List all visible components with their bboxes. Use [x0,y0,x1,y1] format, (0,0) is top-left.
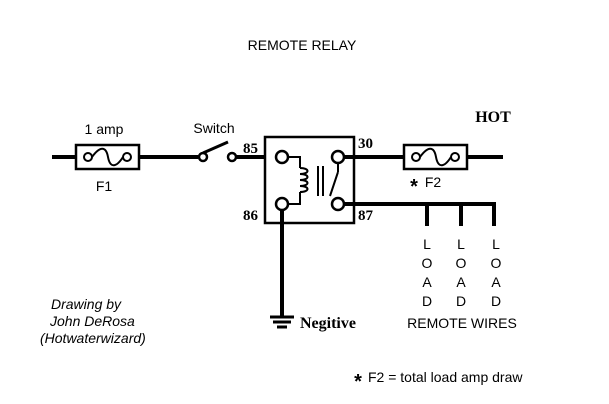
fuse-f1-label: F1 [96,178,113,194]
fuse-f2-label: F2 [425,174,442,190]
negative-label: Negitive [300,315,356,332]
switch-label: Switch [193,120,234,136]
load-label-1: L O A D [422,236,433,309]
switch [197,140,238,163]
pin-86-label: 86 [243,208,259,224]
note-text: F2 = total load amp draw [368,369,523,385]
pin-87-terminal [330,196,346,212]
pin-85-label: 85 [243,141,258,157]
svg-text:L: L [457,236,465,252]
pin-85-terminal [274,149,290,165]
load-label-2: L O A D [456,236,467,309]
fuse-f1 [74,143,141,171]
svg-text:O: O [491,255,502,271]
remote-wires-label: REMOTE WIRES [407,315,517,331]
svg-text:A: A [491,274,501,290]
note-star: * [354,371,362,393]
diagram-title: REMOTE RELAY [248,37,357,53]
pin-87-label: 87 [358,208,374,224]
svg-text:A: A [422,274,432,290]
pin-86-terminal [274,196,290,212]
pin-30-terminal [330,149,346,165]
fuse-f2 [402,143,469,171]
load-label-3: L O A D [491,236,502,309]
relay-contact-arm [329,171,339,197]
fuse-f1-rating: 1 amp [85,121,124,137]
svg-text:O: O [422,255,433,271]
svg-text:A: A [456,274,466,290]
ground-symbol [270,315,294,329]
svg-text:L: L [423,236,431,252]
svg-text:L: L [492,236,500,252]
svg-text:D: D [456,293,466,309]
pin-30-label: 30 [358,136,373,152]
credit-line-1: Drawing by [51,296,122,312]
svg-text:O: O [456,255,467,271]
relay [263,135,356,225]
credit-line-3: (Hotwaterwizard) [40,330,146,346]
load-wires [344,202,496,226]
credit-line-2: John DeRosa [49,313,135,329]
svg-text:D: D [491,293,501,309]
hot-label: HOT [475,109,511,126]
svg-text:D: D [422,293,432,309]
relay-coil [299,167,309,193]
fuse-f2-star: * [410,176,418,198]
